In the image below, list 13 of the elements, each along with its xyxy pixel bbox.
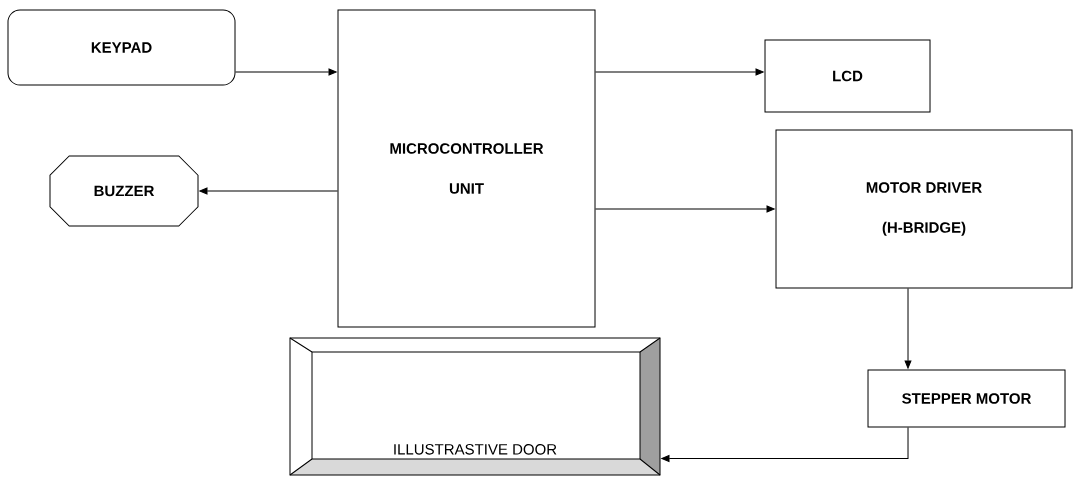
arrow [199,187,338,195]
buzzer-octagon: BUZZER [49,155,199,227]
arrow [595,205,775,213]
keypad-box: KEYPAD [7,9,236,86]
stepper-motor-box: STEPPER MOTOR [867,369,1066,428]
microcontroller-box: MICROCONTROLLER UNIT [337,9,596,328]
arrow [904,288,912,369]
arrow [661,427,909,462]
lcd-box: LCD [764,39,931,113]
arrow [235,68,337,76]
motor-driver-box: MOTOR DRIVER (H-BRIDGE) [775,129,1073,289]
arrow [595,68,764,76]
door-drawing: ILLUSTRASTIVE DOOR [289,337,661,476]
